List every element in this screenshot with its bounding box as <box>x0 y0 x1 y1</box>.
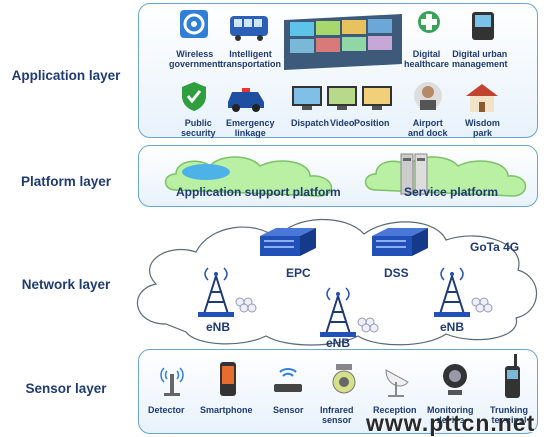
phone-icon <box>472 12 494 40</box>
enb-tower-icon <box>198 267 257 317</box>
router-icon <box>274 368 302 392</box>
bus-icon <box>230 16 268 41</box>
label-trunking-terminal: Trunking terminal <box>490 405 528 425</box>
dss-label: DSS <box>384 266 409 280</box>
antenna-icon <box>160 367 184 396</box>
enb-label: eNB <box>440 320 465 334</box>
label-emergency-linkage: Emergency linkage <box>226 118 275 138</box>
monitor-icon <box>292 86 392 110</box>
label-public-security: Public security <box>181 118 216 138</box>
webcam-icon <box>443 364 467 395</box>
smartphone-icon <box>220 362 236 396</box>
airport-icon <box>414 82 442 110</box>
walkie-talkie-icon <box>505 354 520 398</box>
epc-server-icon <box>260 228 316 256</box>
application-support-platform-label: Application support platform <box>176 185 341 199</box>
label-infrared-sensor: Infrared sensor <box>320 405 354 425</box>
label-intelligent-transportation: Intelligent transportation <box>220 49 282 69</box>
shield-icon <box>182 82 206 111</box>
label-smartphone: Smartphone <box>200 405 253 415</box>
enb-label: eNB <box>206 320 231 334</box>
epc-label: EPC <box>286 266 311 280</box>
label-digital-healthcare: Digital healthcare <box>404 49 450 69</box>
label-monitoring-device: Monitoring device <box>427 405 474 425</box>
server-icon <box>400 153 428 195</box>
label-sensor: Sensor <box>273 405 304 415</box>
service-platform-label: Service platform <box>404 185 499 199</box>
enb-tower-icon <box>434 267 493 317</box>
platform-cloud-icon <box>164 156 333 197</box>
health-icon <box>418 11 440 33</box>
email-icon <box>180 10 208 38</box>
label-reception: Reception <box>373 405 417 415</box>
watermark: www.pttcn.net <box>366 410 536 436</box>
house-icon <box>466 84 498 112</box>
label-video: Video <box>330 118 355 128</box>
label-airport-and-dock: Airport and dock <box>408 118 448 138</box>
label-digital-urban-management: Digital urban management <box>452 49 508 69</box>
sensor-layer-label: Sensor layer <box>25 381 107 396</box>
video-wall-icon <box>284 14 402 70</box>
dss-server-icon <box>372 228 428 256</box>
label-detector: Detector <box>148 405 185 415</box>
label-position: Position <box>354 118 390 128</box>
label-wisdom-park: Wisdom park <box>465 118 500 138</box>
infrared-sensor-icon <box>332 364 356 394</box>
enb-label: eNB <box>326 336 351 350</box>
network-layer-label: Network layer <box>21 277 111 292</box>
label-wireless-government: Wireless government <box>169 49 221 69</box>
enb-tower-icon <box>320 287 379 337</box>
police-car-icon <box>228 88 264 112</box>
application-layer-label: Application layer <box>11 68 121 83</box>
satellite-dish-icon <box>385 369 409 397</box>
platform-layer-label: Platform layer <box>20 174 112 189</box>
gota-4g-label: GoTa 4G <box>470 240 520 254</box>
label-dispatch: Dispatch <box>291 118 330 128</box>
